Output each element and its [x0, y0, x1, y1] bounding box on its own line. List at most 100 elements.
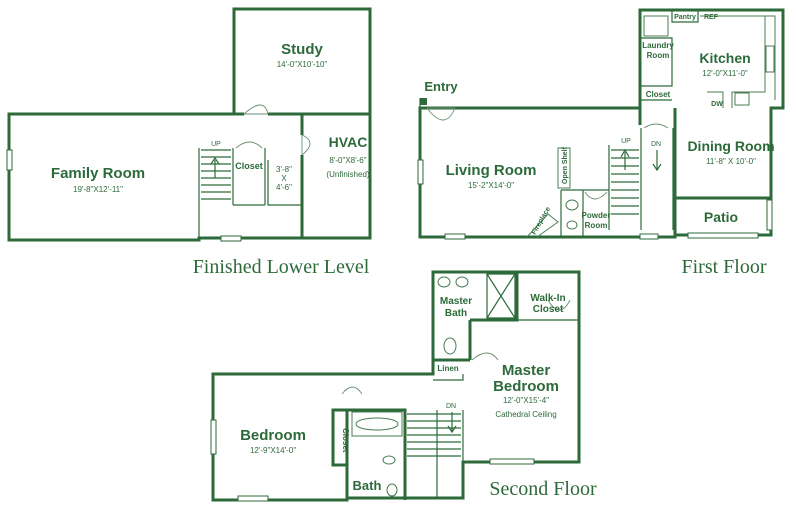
- master-title-2: Bedroom: [493, 378, 559, 395]
- first-stair-wall: [608, 128, 674, 230]
- hvac-dim: 8'-0"X8'-6": [329, 156, 366, 165]
- lower-level-plan: Study 14'-0"X10'-10" Family Room 19'-8"X…: [6, 7, 372, 278]
- first-window-bottom: [444, 233, 466, 240]
- master-window: [489, 458, 535, 465]
- entry-marker: [420, 98, 427, 105]
- pantry-title: Pantry: [674, 14, 696, 21]
- kitchen-sink: [765, 45, 775, 73]
- second-window-bottom: [237, 495, 269, 502]
- bath-sink: [382, 455, 396, 465]
- second-stair-dn-label: DN: [446, 403, 456, 410]
- powder-room-wall: [560, 189, 609, 237]
- master-bath-title-2: Bath: [445, 308, 467, 319]
- study-door-swing: [243, 104, 269, 115]
- dining-room-title: Dining Room: [687, 138, 774, 154]
- lower-stair-up-label: UP: [211, 141, 221, 148]
- ref-title: REF: [704, 14, 719, 21]
- first-window-left: [417, 159, 424, 185]
- lower-level-label: Finished Lower Level: [193, 256, 370, 278]
- family-room-dim: 19'-8"X12'-11": [73, 185, 123, 194]
- laundry-title-1: Laundry: [642, 41, 674, 50]
- patio-window: [687, 232, 759, 239]
- master-toilet: [443, 337, 457, 355]
- kitchen-counter: [700, 15, 776, 108]
- walkin-title-2: Closet: [533, 304, 564, 315]
- second-stair: [407, 412, 461, 457]
- powder-title-2: Room: [585, 221, 608, 230]
- laundry-title-2: Room: [647, 51, 670, 60]
- first-floor-label: First Floor: [681, 256, 766, 278]
- lower-closet-wall: [232, 148, 266, 206]
- master-sink-2: [455, 276, 469, 288]
- lower-storage-wall: [267, 160, 302, 206]
- first-stair: [611, 148, 662, 215]
- family-room-title: Family Room: [51, 165, 145, 182]
- linen-title: Linen: [437, 364, 458, 373]
- master-bath-title-1b: Master: [440, 296, 472, 307]
- lower-window: [220, 235, 242, 242]
- bath-title: Bath: [353, 478, 382, 493]
- entry-door-swing: [426, 107, 456, 121]
- bedroom-dim: 12'-9"X14'-0": [250, 446, 296, 455]
- lower-window-left: [6, 149, 13, 171]
- study-dim: 14'-0"X10'-10": [277, 60, 328, 69]
- first-outer-wall: [418, 8, 785, 239]
- kitchen-title: Kitchen: [699, 50, 750, 66]
- second-stair-wall: [404, 410, 464, 498]
- pantry-wall: [671, 10, 699, 23]
- entry-title: Entry: [424, 79, 458, 94]
- master-sink-1: [437, 276, 451, 288]
- powder-sink: [566, 220, 578, 230]
- powder-door: [584, 191, 608, 200]
- first-closet-title: Closet: [646, 90, 671, 99]
- master-title-1: Master: [502, 362, 551, 379]
- bedroom-title: Bedroom: [240, 427, 306, 444]
- master-note: Cathedral Ceiling: [495, 410, 556, 419]
- kitchen-dim: 12'-0"X11'-0": [702, 69, 748, 78]
- second-window-left: [210, 419, 217, 455]
- closet-door-swing: [235, 141, 263, 149]
- storage-dim-1: 3'-8": [276, 165, 292, 174]
- kitchen-wall: [638, 108, 677, 198]
- storage-dim-2: 4'-6": [276, 183, 292, 192]
- open-shelf: [557, 147, 571, 189]
- first-floor-plan: Entry Living Room 15'-2"X14'-0" Kitchen …: [417, 8, 785, 278]
- kitchen-range: [734, 92, 750, 106]
- living-room-dim: 15'-2"X14'-0": [468, 181, 514, 190]
- hvac-title: HVAC: [329, 134, 368, 150]
- first-window-stair: [639, 233, 659, 240]
- powder-toilet: [565, 199, 579, 211]
- master-door: [471, 352, 499, 361]
- laundry-wall: [640, 37, 673, 87]
- study-wall: [232, 70, 370, 116]
- first-stair-up-label: UP: [621, 138, 631, 145]
- powder-title-1: Powder: [582, 211, 611, 220]
- patio-title: Patio: [704, 209, 738, 225]
- master-dim: 12'-0"X15'-4": [503, 396, 549, 405]
- second-floor-label: Second Floor: [489, 478, 597, 500]
- study-title: Study: [281, 41, 323, 58]
- first-stair-dn-label: DN: [651, 141, 661, 148]
- hvac-note: (Unfinished): [326, 170, 369, 179]
- lower-stair: [201, 149, 231, 200]
- living-room-title: Living Room: [446, 162, 537, 179]
- first-closet-door: [643, 123, 669, 129]
- bath-toilet: [386, 483, 398, 497]
- lower-closet-title: Closet: [235, 161, 263, 171]
- fireplace: [526, 213, 559, 238]
- second-floor-plan: Master Bath Walk-In Closet Master Bedroo…: [210, 270, 597, 502]
- lower-outer-wall: [7, 7, 372, 242]
- fireplace-title: Fireplace: [531, 206, 552, 236]
- dining-room-dim: 11'-8" X 10'-0": [706, 157, 756, 166]
- bathtub: [351, 411, 403, 437]
- linen-wall: [433, 374, 464, 381]
- walkin-door: [547, 299, 571, 311]
- bath-wall: [331, 408, 407, 500]
- walkin-title-1: Walk-In: [530, 293, 565, 304]
- laundry-machines: [643, 15, 669, 37]
- shower: [486, 273, 516, 319]
- patio-window-side: [766, 199, 773, 231]
- hvac-door-swing: [301, 134, 311, 156]
- bedroom-door: [341, 386, 363, 395]
